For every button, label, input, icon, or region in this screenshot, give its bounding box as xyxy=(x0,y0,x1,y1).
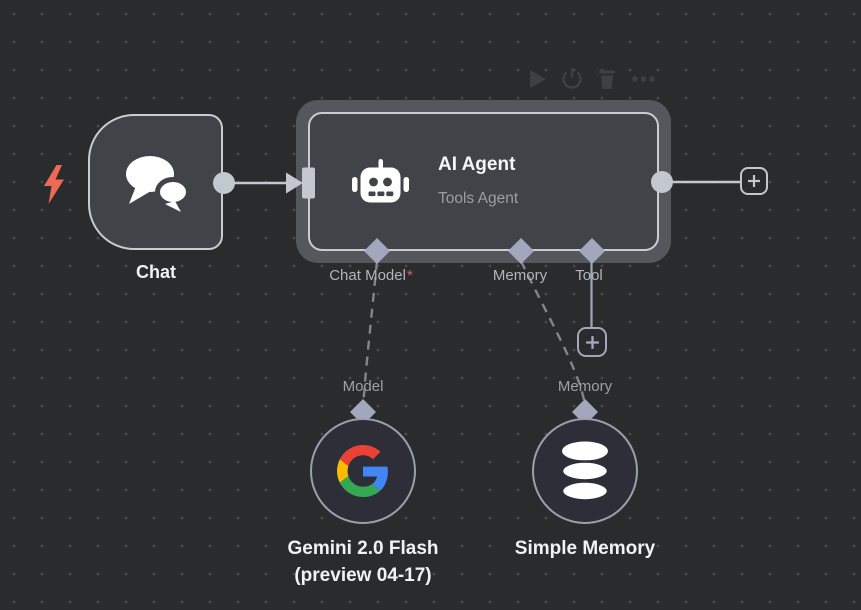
database-icon xyxy=(561,441,609,501)
robot-icon xyxy=(352,159,409,203)
port-label-memory-sub: Memory xyxy=(557,378,613,395)
trigger-bolt-icon xyxy=(44,165,64,204)
node-chat[interactable] xyxy=(88,114,223,250)
add-node-button[interactable] xyxy=(740,167,768,195)
node-simple-memory[interactable] xyxy=(532,418,638,524)
node-toolbar xyxy=(530,68,655,90)
play-icon[interactable] xyxy=(530,70,546,88)
gemini-node-label-line1: Gemini 2.0 Flash xyxy=(287,538,439,559)
simple-memory-node-label: Simple Memory xyxy=(514,538,656,559)
agent-subtitle: Tools Agent xyxy=(438,190,519,207)
power-icon[interactable] xyxy=(562,68,582,89)
port-label-chat-model: Chat Model* xyxy=(329,267,413,284)
google-logo-icon xyxy=(337,445,388,497)
trash-icon[interactable] xyxy=(599,70,615,90)
plus-icon xyxy=(585,335,599,349)
required-asterisk: * xyxy=(406,267,413,284)
chat-node-label: Chat xyxy=(136,262,176,282)
chat-bubbles-icon xyxy=(125,156,191,212)
more-options-icon[interactable] xyxy=(632,76,655,82)
port-label-model: Model xyxy=(342,378,384,395)
add-tool-button[interactable] xyxy=(577,327,607,357)
plus-icon xyxy=(748,175,760,187)
node-gemini-model[interactable] xyxy=(310,418,416,524)
agent-title: AI Agent xyxy=(438,154,516,175)
port-label-tool: Tool xyxy=(575,267,603,284)
gemini-node-label-line2: (preview 04-17) xyxy=(294,565,432,586)
port-label-memory: Memory xyxy=(492,267,548,284)
